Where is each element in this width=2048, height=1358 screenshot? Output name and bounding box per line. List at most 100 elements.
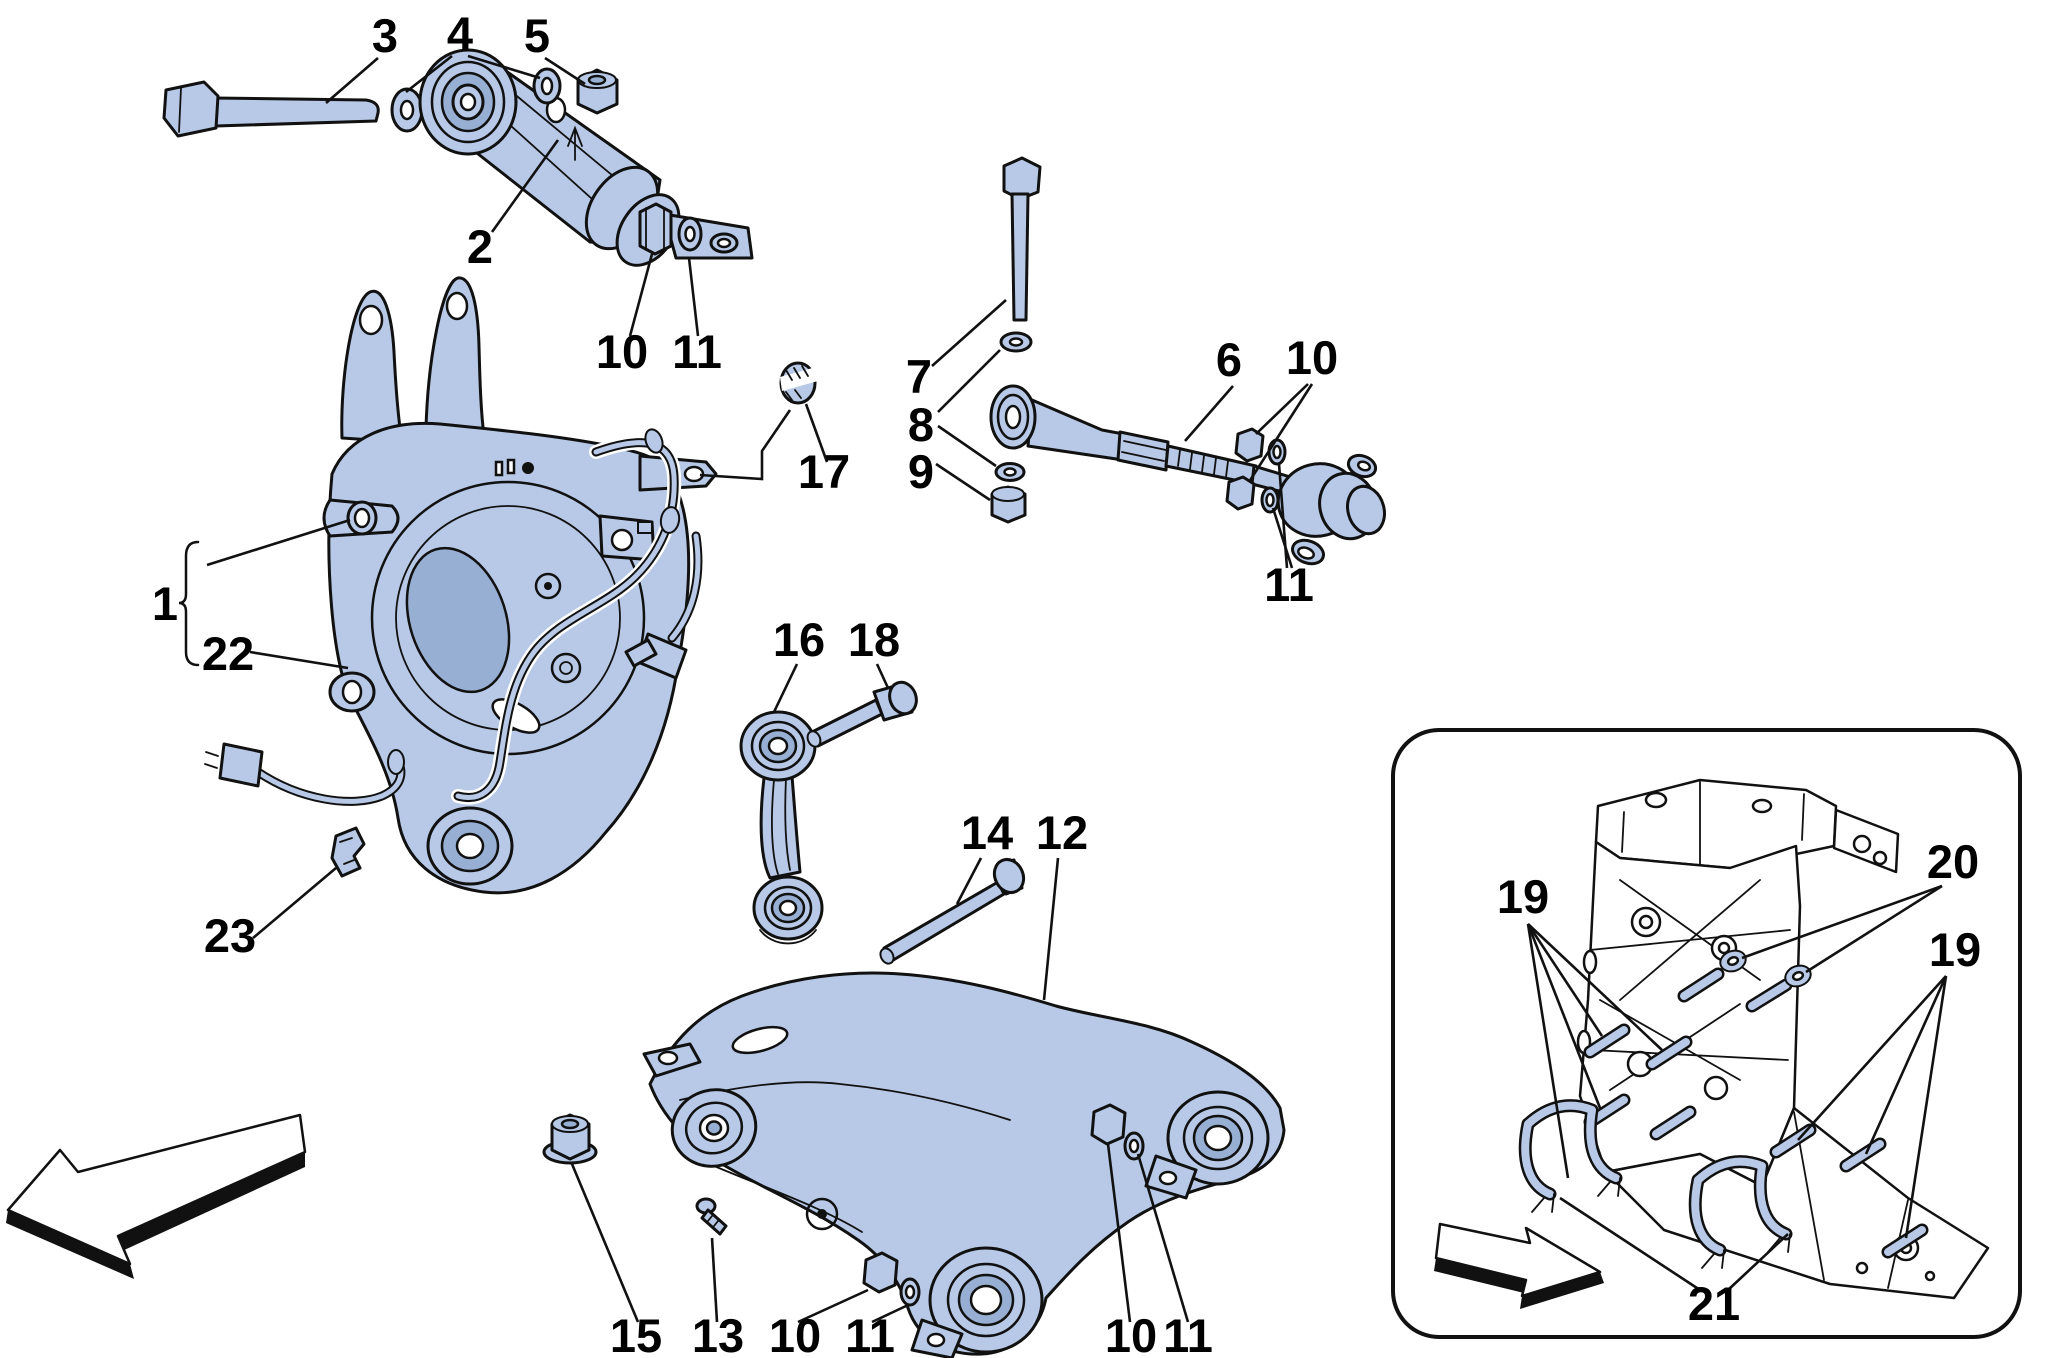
fork-clips-21-parts — [1518, 1099, 1793, 1269]
callout-17: 17 — [798, 445, 850, 498]
leader-line-4 — [405, 54, 453, 94]
clip-17-part — [779, 361, 818, 405]
leader-line-11 — [1136, 1153, 1190, 1323]
callout-10: 10 — [1286, 331, 1338, 384]
callout-9: 9 — [908, 445, 934, 498]
washer-11-lowerarm-parts — [899, 1131, 1145, 1307]
nut-9-part — [990, 485, 1027, 524]
leader-line-10 — [1106, 1143, 1132, 1323]
leader-line-17 — [804, 403, 829, 463]
leader-line-1 — [206, 518, 351, 567]
lower-arm-12-part — [642, 971, 1286, 1358]
callout-6: 6 — [1216, 333, 1242, 386]
callout-3: 3 — [372, 9, 398, 62]
nut-10-lowerarm-parts — [862, 1103, 1127, 1294]
nut-10-toelink-parts — [1225, 427, 1265, 511]
callout-5: 5 — [524, 9, 550, 62]
leader-line-15 — [570, 1163, 640, 1323]
callout-18: 18 — [848, 613, 900, 666]
callout-10: 10 — [769, 1309, 821, 1358]
leader-line-18 — [875, 663, 890, 689]
leader-line-23 — [252, 867, 337, 939]
callout-8: 8 — [908, 398, 934, 451]
callout-21: 21 — [1688, 1277, 1740, 1330]
callout-7: 7 — [906, 350, 932, 403]
nut-15-part — [542, 1113, 598, 1165]
washer-4-part — [390, 87, 424, 133]
callout-10: 10 — [596, 325, 648, 378]
callout-12: 12 — [1036, 806, 1088, 859]
callout-14: 14 — [961, 806, 1013, 859]
leader-line-19 — [1797, 975, 1947, 1141]
leader-line-11 — [871, 1304, 907, 1324]
bolt-3-part — [162, 80, 380, 138]
leader-line-8 — [937, 349, 1001, 413]
leader-line-16 — [772, 663, 799, 713]
washer-8-upper-part — [999, 331, 1033, 353]
inset-direction-arrow — [1434, 1222, 1604, 1309]
callout-23: 23 — [204, 909, 256, 962]
nut-5-part — [576, 68, 619, 115]
callout-20: 20 — [1927, 835, 1979, 888]
clip-23-part — [330, 826, 366, 878]
leader-line-2 — [490, 139, 560, 233]
abs-sensor-cable-22 — [204, 428, 703, 806]
callout-11: 11 — [845, 1309, 895, 1358]
leader-line-9 — [935, 462, 991, 502]
leader-line-22 — [249, 650, 349, 670]
leader-line-21 — [1727, 1233, 1789, 1291]
leader-line-10 — [1247, 383, 1314, 483]
bolt-18-part — [806, 680, 918, 748]
leader-line-19 — [1904, 975, 1948, 1239]
leader-line-21 — [1559, 1196, 1701, 1292]
callout-11: 11 — [1264, 558, 1314, 611]
callout-11: 11 — [1163, 1309, 1213, 1358]
callout-2: 2 — [467, 220, 493, 273]
leader-line-14 — [955, 857, 983, 905]
screw-13-part — [695, 1197, 728, 1236]
leader-line-13 — [710, 1237, 719, 1323]
leader-line-20 — [1741, 884, 1943, 960]
washers-20-parts — [1719, 949, 1812, 988]
callout-22: 22 — [202, 627, 254, 680]
callout-11: 11 — [672, 325, 722, 378]
nut-10-upper-part — [638, 202, 673, 256]
leader-line-19 — [1864, 975, 1948, 1155]
leader-line-19 — [1526, 923, 1604, 1037]
bolt-14-part — [879, 857, 1026, 965]
leader-line-11 — [687, 257, 700, 337]
leader-line-17 — [699, 409, 792, 481]
callout-10: 10 — [1105, 1309, 1157, 1358]
leader-line-11 — [1271, 507, 1294, 569]
callout-4: 4 — [447, 7, 473, 60]
leader-line-19 — [1526, 923, 1602, 1109]
leader-line-8 — [937, 424, 997, 468]
link-16-part — [739, 710, 824, 945]
callout-1: 1 — [152, 577, 178, 630]
leader-line-7 — [931, 299, 1007, 367]
washer-11-upper-part — [677, 216, 703, 252]
direction-arrow — [6, 1113, 307, 1279]
leader-line-10 — [797, 1288, 869, 1324]
bolt-7-part — [1002, 156, 1042, 322]
leader-line-19 — [1527, 923, 1663, 1051]
leader-line-20 — [1805, 884, 1943, 974]
leader-line-6 — [1184, 385, 1234, 442]
leader-lines — [206, 54, 1948, 1324]
toe-link-6-part — [989, 384, 1386, 566]
washer-8-lower-part — [994, 462, 1026, 482]
washer-4b-part — [532, 67, 562, 105]
bracket-1 — [178, 540, 200, 667]
leader-line-10 — [628, 253, 654, 337]
inset-box — [1391, 728, 2022, 1339]
callout-19: 19 — [1497, 870, 1549, 923]
callout-16: 16 — [773, 613, 825, 666]
leader-line-4 — [467, 54, 541, 80]
callout-13: 13 — [692, 1309, 744, 1358]
leader-line-3 — [325, 57, 379, 104]
callout-15: 15 — [610, 1309, 662, 1358]
leader-line-12 — [1042, 857, 1060, 1001]
